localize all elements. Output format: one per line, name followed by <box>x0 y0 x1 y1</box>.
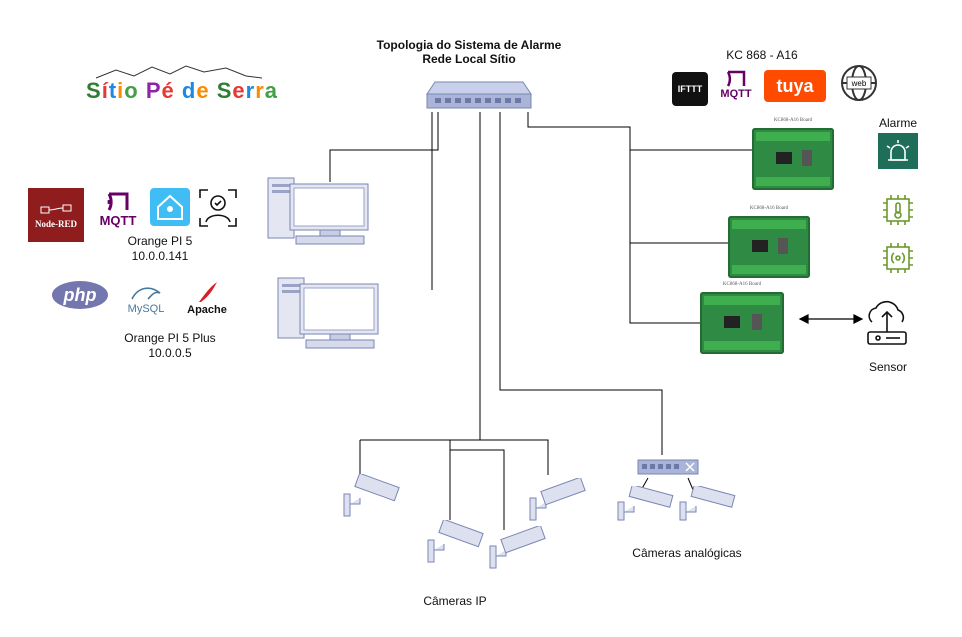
relay-board-3: KC868-A16 Board <box>700 282 784 354</box>
mysql-logo: MySQL <box>120 278 172 320</box>
link-analog <box>499 112 663 455</box>
server2-ip: 10.0.0.5 <box>148 346 192 360</box>
analog-switch-icon <box>637 459 699 475</box>
relay-board-2: KC868-A16 Board <box>728 206 810 278</box>
server1-name: Orange PI 5 <box>127 234 193 248</box>
sensor-label: Sensor <box>868 360 908 374</box>
php-logo: php <box>52 281 108 309</box>
web-globe-icon: web <box>838 62 880 104</box>
ip-cameras-label: Câmeras IP <box>423 594 487 608</box>
cctv-camera-icon <box>343 474 400 517</box>
mqtt-logo: MQTT <box>712 64 760 106</box>
cctv-camera-icon <box>489 526 546 569</box>
sensor-chip-icon <box>878 238 918 278</box>
alarm-label: Alarme <box>878 116 917 130</box>
cloud-sensor-icon <box>864 298 910 348</box>
svg-text:web: web <box>851 79 867 88</box>
ifttt-logo: IFTTT <box>672 72 708 106</box>
cctv-camera-icon <box>529 478 586 521</box>
diagram-subtitle: Rede Local Sítio <box>422 52 516 66</box>
server2-name: Orange PI 5 Plus <box>124 331 216 345</box>
cctv-camera-icon <box>679 486 736 521</box>
link-boards <box>527 112 700 324</box>
mountain-outline-icon <box>95 65 263 79</box>
boards-label: KC 868 - A16 <box>726 48 798 62</box>
home-assistant-icon <box>150 188 190 226</box>
computer-icon <box>267 177 369 245</box>
analog-cameras-label: Câmeras analógicas <box>632 546 742 560</box>
mqtt-logo: MQTT <box>92 180 144 238</box>
alarm-siren-icon <box>878 133 918 169</box>
link-ip-bus <box>360 439 549 475</box>
tuya-logo: tuya <box>764 70 826 102</box>
cctv-camera-icon <box>617 486 674 521</box>
nodered-logo: Node-RED <box>28 188 84 242</box>
face-recognition-icon <box>196 186 240 230</box>
temperature-chip-icon <box>878 190 918 230</box>
diagram-title: Topologia do Sistema de Alarme <box>376 38 562 52</box>
server1-ip: 10.0.0.141 <box>131 249 189 263</box>
network-switch-icon <box>426 81 532 109</box>
computer-icon <box>277 277 379 349</box>
brand-logo: Sítio Pé de Serra <box>86 78 279 103</box>
link-pc1 <box>329 112 439 182</box>
apache-logo: Apache <box>182 276 232 320</box>
cctv-camera-icon <box>427 520 484 563</box>
relay-board-1: KC868-A16 Board <box>752 118 834 190</box>
